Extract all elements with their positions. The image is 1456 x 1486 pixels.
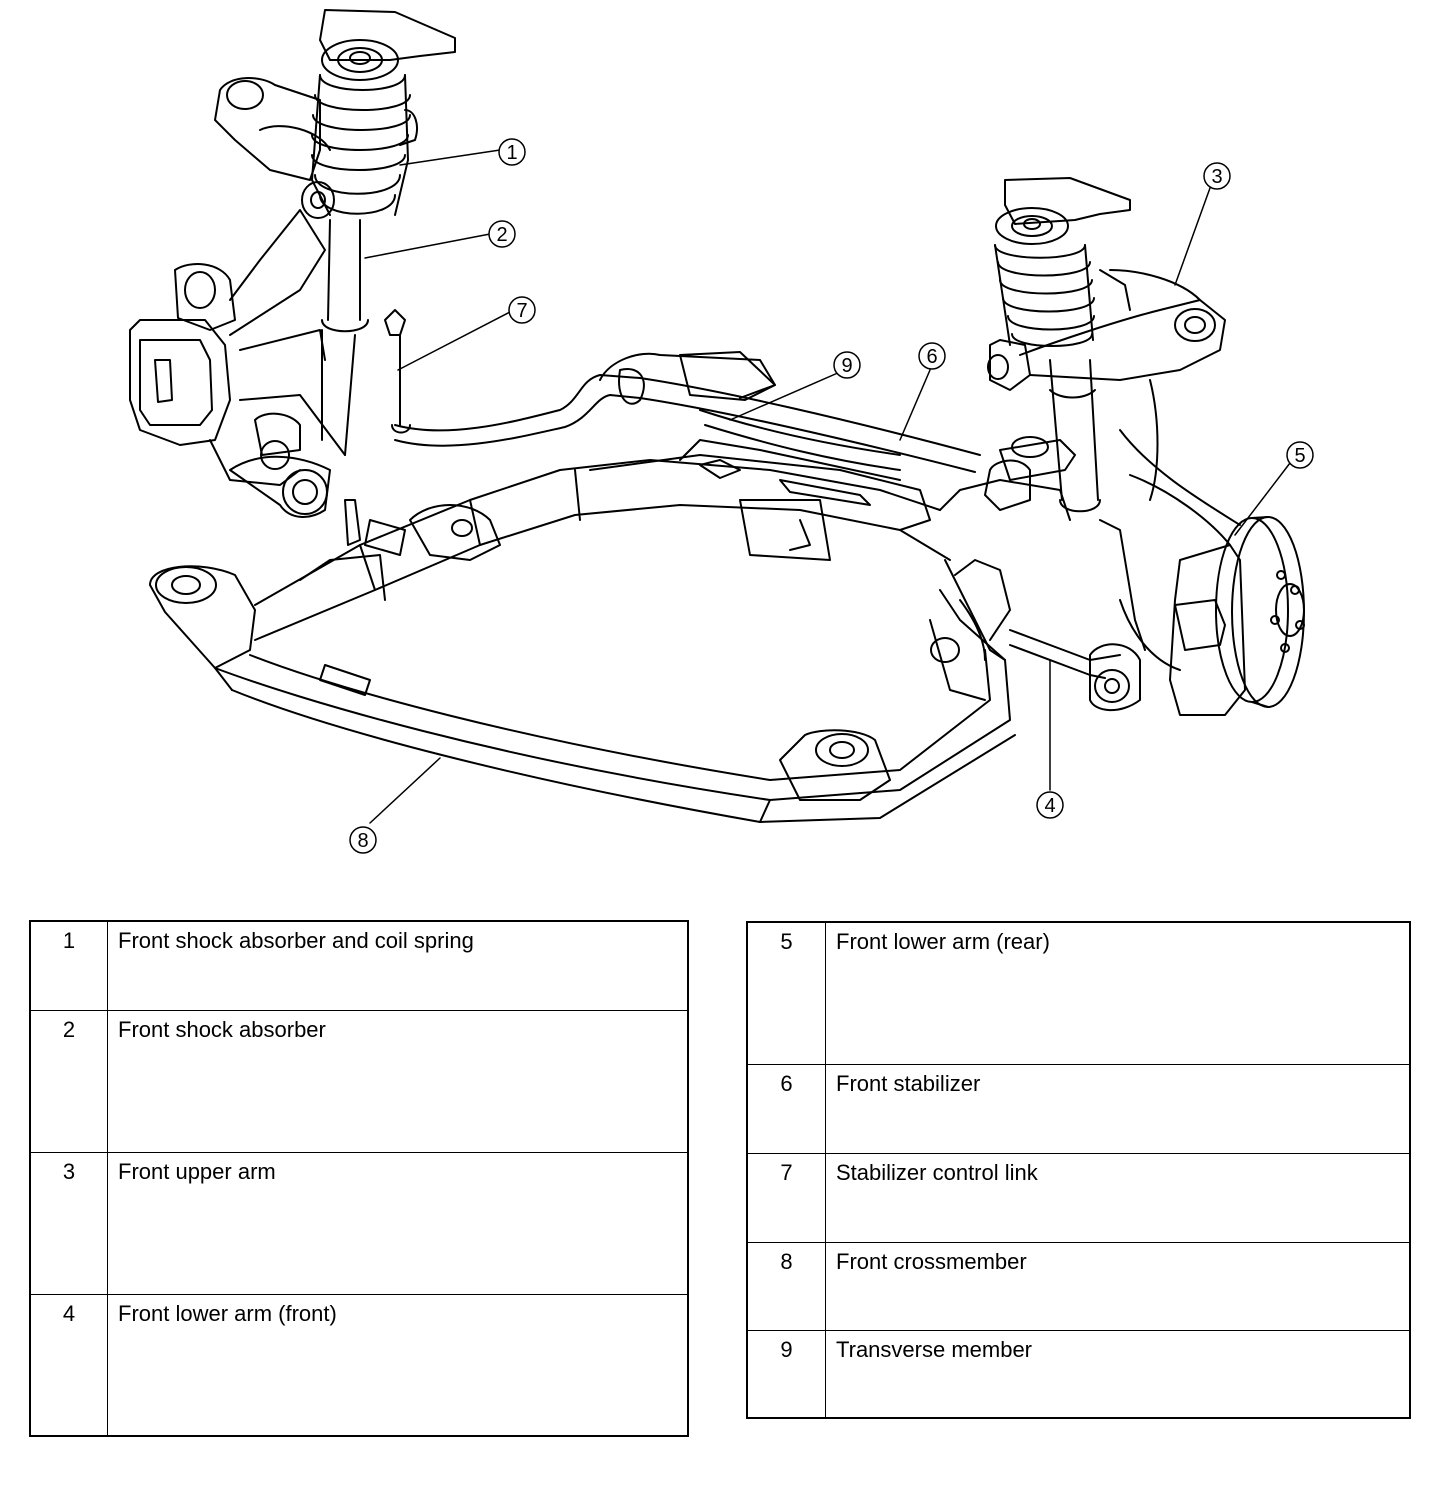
callout-8: 8	[349, 826, 377, 854]
right-shock-and-spring	[994, 177, 1131, 513]
legend-table-right: 5 Front lower arm (rear) 6 Front stabili…	[746, 921, 1411, 1419]
callout-1: 1	[498, 138, 526, 166]
svg-text:5: 5	[1294, 445, 1305, 467]
legend-description: Transverse member	[825, 1329, 1411, 1419]
transverse-member	[699, 409, 901, 471]
right-wheel-assembly	[1099, 379, 1305, 716]
right-upper-arm	[987, 269, 1226, 391]
frame-rails	[254, 439, 951, 641]
right-frame	[929, 436, 1076, 701]
legend-number: 9	[746, 1329, 826, 1419]
right-lower-arm-front	[1009, 629, 1141, 712]
front-crossmember	[214, 589, 1016, 823]
svg-text:9: 9	[841, 355, 852, 377]
callout-5: 5	[1286, 441, 1314, 469]
legend-description: Front lower arm (front)	[107, 1293, 689, 1437]
legend-row: 2 Front shock absorber	[29, 1009, 689, 1153]
svg-text:8: 8	[357, 830, 368, 852]
legend-row: 6 Front stabilizer	[746, 1063, 1411, 1154]
legend-description: Front stabilizer	[825, 1063, 1411, 1154]
svg-text:3: 3	[1211, 166, 1222, 188]
left-wheel-assembly	[129, 263, 331, 518]
callout-9: 9	[833, 351, 861, 379]
legend-row: 9 Transverse member	[746, 1329, 1411, 1419]
legend-row: 8 Front crossmember	[746, 1241, 1411, 1331]
legend-description: Stabilizer control link	[825, 1152, 1411, 1243]
legend-number: 6	[746, 1063, 826, 1154]
legend-number: 5	[746, 921, 826, 1065]
legend-number: 7	[746, 1152, 826, 1243]
svg-text:7: 7	[516, 300, 527, 322]
legend-row: 4 Front lower arm (front)	[29, 1293, 689, 1437]
callout-3: 3	[1203, 162, 1231, 190]
legend-description: Front lower arm (rear)	[825, 921, 1411, 1065]
legend-description: Front shock absorber and coil spring	[107, 920, 689, 1011]
callout-2: 2	[488, 220, 516, 248]
callout-7: 7	[508, 296, 536, 324]
legend-number: 2	[29, 1009, 108, 1153]
legend-number: 3	[29, 1151, 108, 1295]
left-lower-arm	[229, 209, 346, 456]
legend-description: Front shock absorber	[107, 1009, 689, 1153]
svg-text:6: 6	[926, 346, 937, 368]
svg-text:4: 4	[1044, 795, 1055, 817]
legend-row: 5 Front lower arm (rear)	[746, 921, 1411, 1065]
legend-row: 7 Stabilizer control link	[746, 1152, 1411, 1243]
callout-6: 6	[918, 342, 946, 370]
suspension-diagram: 1 2 3 4 5 6 7 8 9	[129, 9, 1314, 854]
left-shock-and-spring	[301, 9, 456, 456]
svg-text:2: 2	[496, 224, 507, 246]
left-front-bushing	[149, 565, 256, 669]
legend-description: Front crossmember	[825, 1241, 1411, 1331]
legend-description: Front upper arm	[107, 1151, 689, 1295]
legend-row: 3 Front upper arm	[29, 1151, 689, 1295]
svg-text:1: 1	[506, 142, 517, 164]
legend-number: 1	[29, 920, 108, 1011]
callouts: 1 2 3 4 5 6 7 8 9	[349, 138, 1314, 854]
left-upper-arm	[214, 77, 418, 181]
legend-table-left: 1 Front shock absorber and coil spring 2…	[29, 920, 689, 1437]
callout-4: 4	[1036, 791, 1064, 819]
legend-row: 1 Front shock absorber and coil spring	[29, 920, 689, 1011]
leader-lines	[364, 149, 1291, 824]
legend-number: 4	[29, 1293, 108, 1437]
legend-number: 8	[746, 1241, 826, 1331]
front-stabilizer	[394, 351, 981, 473]
